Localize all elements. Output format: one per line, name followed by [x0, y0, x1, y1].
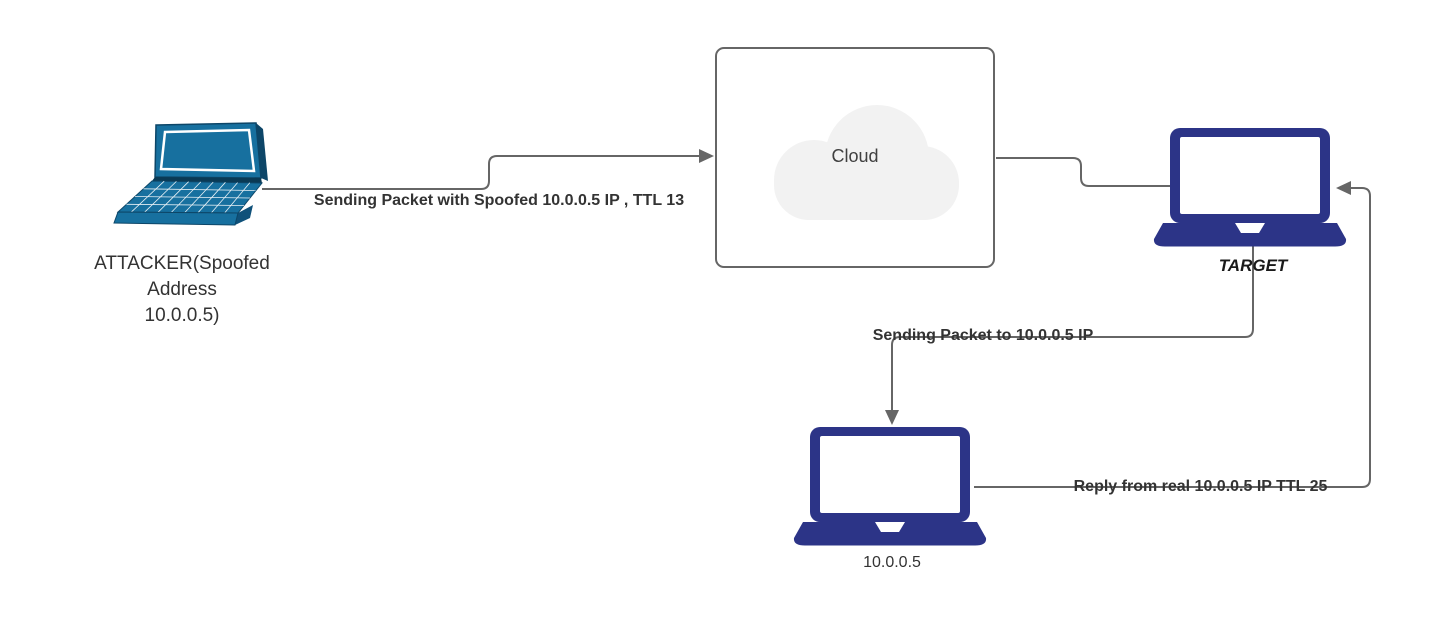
real-host-label: 10.0.0.5 [863, 554, 921, 571]
attacker-laptop-icon [105, 119, 270, 234]
edge-label-sending-packet: Sending Packet to 10.0.0.5 IP [872, 327, 1094, 344]
target-label: TARGET [1218, 256, 1288, 275]
edge-cloud-to-target [996, 157, 1171, 187]
edge-attacker-to-cloud [262, 149, 714, 190]
real-host-laptop-icon [793, 427, 987, 547]
edge-label-spoofed-packet: Sending Packet with Spoofed 10.0.0.5 IP … [313, 192, 685, 209]
cloud-icon [774, 105, 959, 220]
arrowhead-down-icon [885, 410, 899, 425]
target-laptop-icon [1153, 128, 1347, 248]
cloud-label: Cloud [831, 146, 879, 166]
cloud-box: Cloud [715, 47, 995, 268]
arrowhead-right-icon [699, 149, 714, 163]
attacker-label: ATTACKER(Spoofed Address 10.0.0.5) [94, 253, 270, 326]
edge-label-reply: Reply from real 10.0.0.5 IP TTL 25 [1073, 478, 1328, 495]
